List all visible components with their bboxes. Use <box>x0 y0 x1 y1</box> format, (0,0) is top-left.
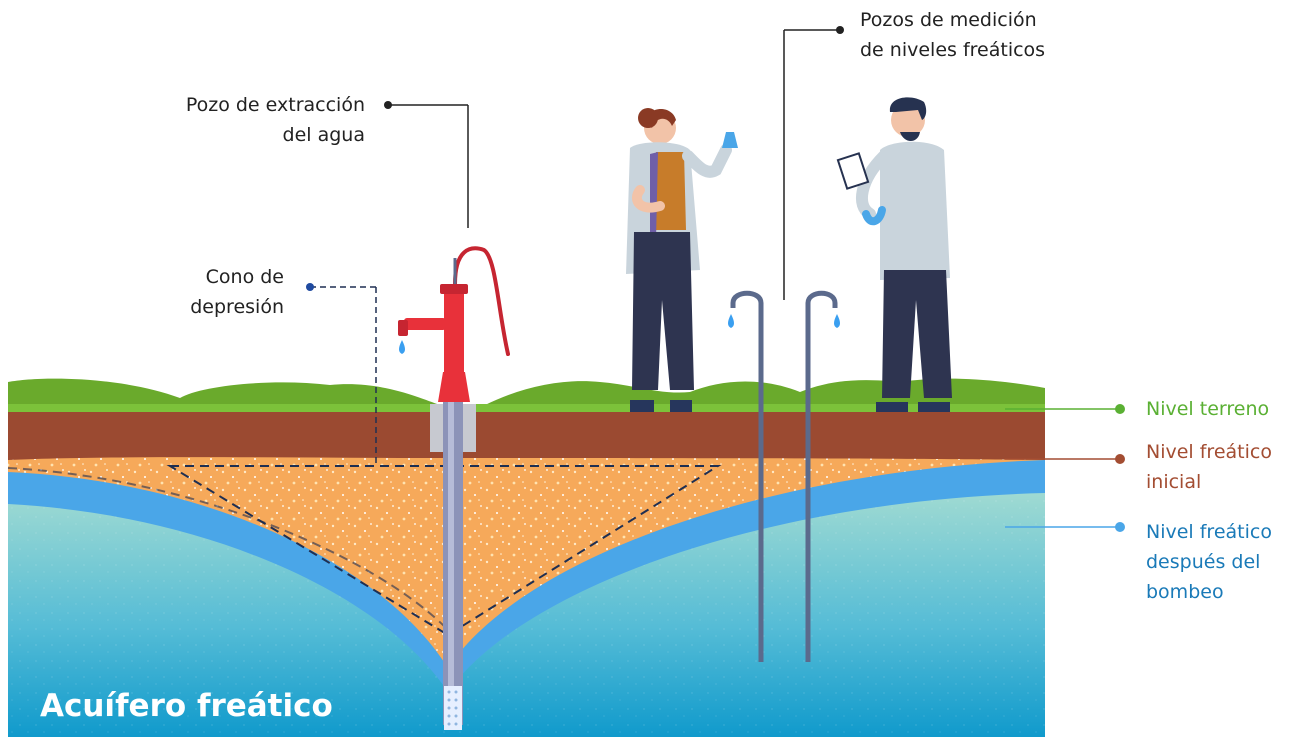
ground-line <box>8 404 1045 412</box>
hand-pump <box>398 246 510 402</box>
leader-after-level <box>1005 522 1125 532</box>
leader-ground <box>1005 404 1125 414</box>
aquifer-title: Acuífero freático <box>40 688 333 724</box>
monitoring-well-1 <box>728 290 764 662</box>
well-screen <box>444 686 462 730</box>
man-scientist <box>836 97 952 412</box>
leader-initial-level <box>1005 454 1125 464</box>
label-extraction-well: Pozo de extracción del agua <box>185 94 365 146</box>
leader-cone <box>306 283 377 466</box>
label-water-table-after-pumping: Nivel freático después del bombeo <box>1146 521 1272 603</box>
label-ground-level: Nivel terreno <box>1146 398 1270 420</box>
monitoring-well-2 <box>805 290 840 662</box>
label-monitoring-wells: Pozos de medición de niveles freáticos <box>860 9 1046 61</box>
label-cone-of-depression: Cono de depresión <box>190 266 284 318</box>
leader-monitoring-wells <box>783 26 844 300</box>
leader-extraction-well <box>384 101 469 228</box>
grass-hills <box>8 378 1045 410</box>
woman-scientist <box>626 108 738 412</box>
label-initial-water-table: Nivel freático inicial <box>1146 441 1272 493</box>
